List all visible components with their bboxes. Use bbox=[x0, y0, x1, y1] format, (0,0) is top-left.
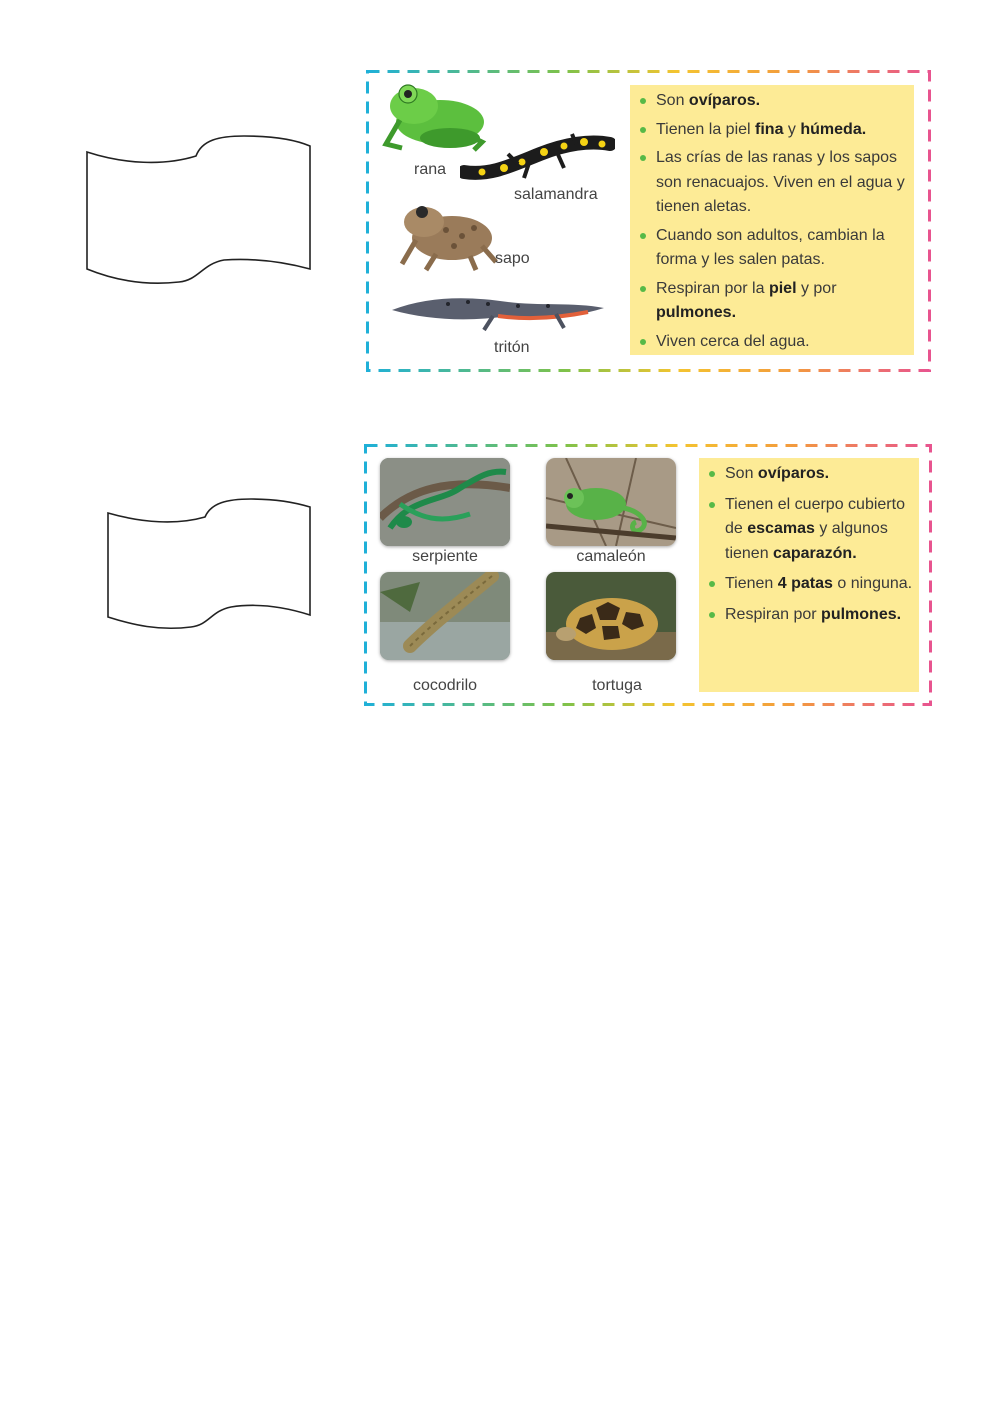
animal-label-tortuga: tortuga bbox=[592, 677, 642, 694]
amphibians-facts-list: Son ovíparos. Tienen la piel fina y húme… bbox=[630, 89, 914, 354]
toad-icon bbox=[399, 206, 498, 272]
bullet-icon bbox=[709, 581, 715, 587]
reptiles-facts-list: Son ovíparos. Tienen el cuerpo cubierto … bbox=[699, 462, 919, 627]
crocodile-photo bbox=[380, 572, 510, 660]
tortoise-icon bbox=[546, 572, 676, 660]
fact-item: Respiran por pulmones. bbox=[699, 603, 919, 628]
animal-label-salamandra: salamandra bbox=[514, 186, 598, 203]
bullet-icon bbox=[709, 611, 715, 618]
blank-title-banner-amphibians[interactable] bbox=[84, 134, 314, 286]
fact-item: Cuando son adultos, cambian la forma y l… bbox=[630, 224, 914, 273]
amphibians-facts-panel: Son ovíparos. Tienen la piel fina y húme… bbox=[630, 85, 914, 355]
frog-icon bbox=[382, 84, 487, 152]
bullet-icon bbox=[640, 338, 646, 345]
fact-item: Son ovíparos. bbox=[630, 89, 914, 114]
reptiles-card: serpiente camaleón cocodrilo bbox=[364, 444, 932, 706]
bullet-icon bbox=[640, 155, 646, 161]
chameleon-icon bbox=[546, 458, 676, 546]
fact-item: Las crías de las ranas y los sapos son r… bbox=[630, 146, 914, 220]
animal-label-camaleon: camaleón bbox=[576, 548, 646, 565]
chameleon-photo bbox=[546, 458, 676, 546]
reptiles-facts-panel: Son ovíparos. Tienen el cuerpo cubierto … bbox=[699, 458, 919, 692]
fact-item: Tienen el cuerpo cubierto de escamas y a… bbox=[699, 493, 919, 567]
fact-item: Son ovíparos. bbox=[699, 462, 919, 487]
bullet-icon bbox=[640, 285, 646, 292]
animal-label-cocodrilo: cocodrilo bbox=[412, 677, 478, 694]
fact-item: Tienen 4 patas o ninguna. bbox=[699, 572, 919, 597]
bullet-icon bbox=[709, 471, 715, 477]
snake-icon bbox=[380, 458, 510, 546]
blank-title-banner-reptiles[interactable] bbox=[105, 497, 315, 631]
animal-label-serpiente: serpiente bbox=[412, 548, 478, 565]
newt-icon bbox=[392, 298, 604, 332]
fact-item: Viven cerca del agua. bbox=[630, 330, 914, 355]
animal-label-triton: tritón bbox=[494, 339, 530, 356]
snake-photo bbox=[380, 458, 510, 546]
bullet-icon bbox=[640, 98, 646, 104]
animal-label-sapo: sapo bbox=[495, 250, 530, 267]
tortoise-photo bbox=[546, 572, 676, 660]
crocodile-icon bbox=[380, 572, 510, 660]
animal-label-rana: rana bbox=[414, 161, 447, 178]
salamander-icon bbox=[460, 133, 615, 180]
bullet-icon bbox=[640, 232, 646, 239]
amphibians-card: rana salamandra sapo tritón Son ovíparos… bbox=[366, 70, 931, 372]
fact-item: Respiran por la piel y por pulmones. bbox=[630, 277, 914, 326]
fact-item: Tienen la piel fina y húmeda. bbox=[630, 118, 914, 143]
bullet-icon bbox=[640, 126, 646, 133]
bullet-icon bbox=[709, 501, 715, 508]
